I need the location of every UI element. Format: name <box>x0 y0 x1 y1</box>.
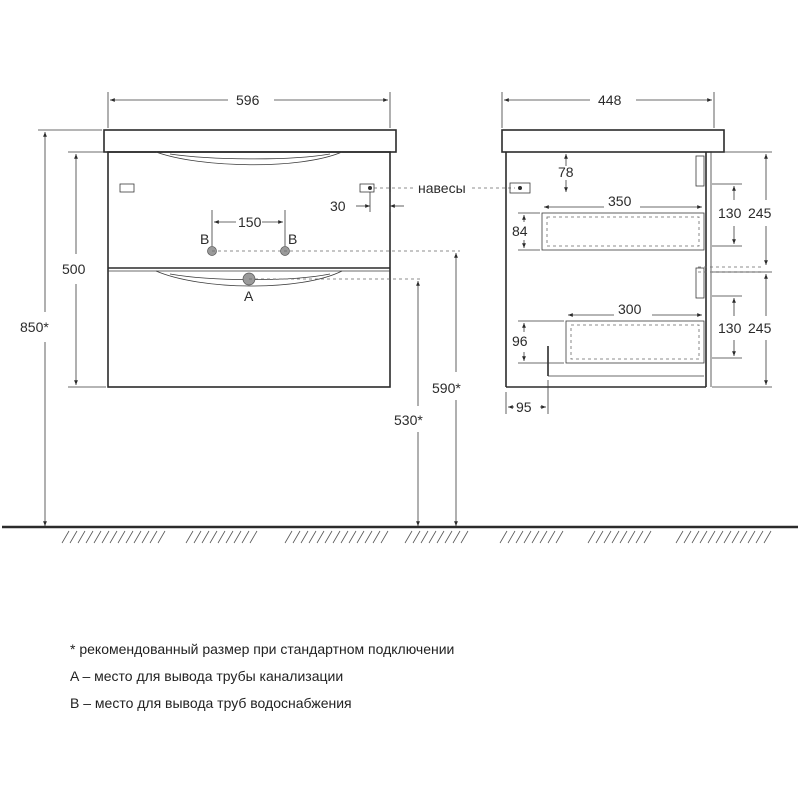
dim-text-596: 596 <box>236 92 260 108</box>
front-view: B B A <box>103 129 460 388</box>
dim-text-350: 350 <box>608 193 632 209</box>
dim-top-drawer-height: 84 <box>512 212 540 251</box>
hangers-callout: навесы <box>374 180 515 196</box>
dim-right-upper: 130 245 <box>712 151 772 265</box>
dim-text-245-upper: 245 <box>748 205 772 221</box>
dim-text-530: 530* <box>394 412 423 428</box>
dim-text-850: 850* <box>20 319 49 335</box>
dim-text-84: 84 <box>512 223 528 239</box>
dim-hanger-offset: 30 <box>330 192 404 214</box>
note-point-a: A – место для вывода трубы канализации <box>70 668 344 684</box>
dim-bottom-drawer-depth: 300 <box>568 301 702 317</box>
side-countertop <box>501 129 725 153</box>
dim-height-590: 590* <box>432 253 461 526</box>
dim-text-448: 448 <box>598 92 622 108</box>
dim-hanger-drop: 78 <box>558 154 574 192</box>
dim-text-590: 590* <box>432 380 461 396</box>
dim-text-130-lower: 130 <box>718 320 742 336</box>
note-point-b: B – место для вывода труб водоснабжения <box>70 695 352 711</box>
label-b-right: B <box>288 231 297 247</box>
top-drawer-box <box>541 212 705 251</box>
dim-bottom-drawer-height: 96 <box>512 320 564 364</box>
dim-text-78: 78 <box>558 164 574 180</box>
dim-plinth-depth: 95 <box>505 380 549 415</box>
dim-total-height: 850* <box>20 129 102 526</box>
dim-text-96: 96 <box>512 333 528 349</box>
dim-text-30: 30 <box>330 198 346 214</box>
label-a: A <box>244 288 254 304</box>
bottom-drawer-box <box>565 320 705 364</box>
dim-text-150: 150 <box>238 214 262 230</box>
label-b-left: B <box>200 231 209 247</box>
notes-block: * рекомендованный размер при стандартном… <box>70 636 770 717</box>
dim-right-lower: 130 245 <box>712 271 772 388</box>
upper-handle-curve <box>155 151 343 166</box>
dim-text-130-upper: 130 <box>718 205 742 221</box>
dim-text-245-lower: 245 <box>748 320 772 336</box>
side-hanger <box>509 182 531 194</box>
dim-text-500: 500 <box>62 261 86 277</box>
dim-text-300: 300 <box>618 301 642 317</box>
front-countertop <box>103 129 397 153</box>
hangers-label: навесы <box>418 180 466 196</box>
dim-height-530: 530* <box>394 281 423 526</box>
side-view <box>501 129 762 388</box>
dim-pipe-spacing: 150 <box>214 214 283 230</box>
front-cabinet-body <box>107 151 391 388</box>
dim-text-95: 95 <box>516 399 532 415</box>
lower-handle-curve <box>155 270 343 287</box>
dim-top-drawer-depth: 350 <box>544 193 702 209</box>
dim-cabinet-height: 500 <box>62 151 106 388</box>
front-hanger-left <box>119 183 135 193</box>
dim-side-depth: 448 <box>501 92 715 128</box>
note-recommended: * рекомендованный размер при стандартном… <box>70 641 455 657</box>
floor-line <box>2 525 798 544</box>
dim-front-width: 596 <box>107 92 391 128</box>
floor-hatching <box>61 530 772 544</box>
